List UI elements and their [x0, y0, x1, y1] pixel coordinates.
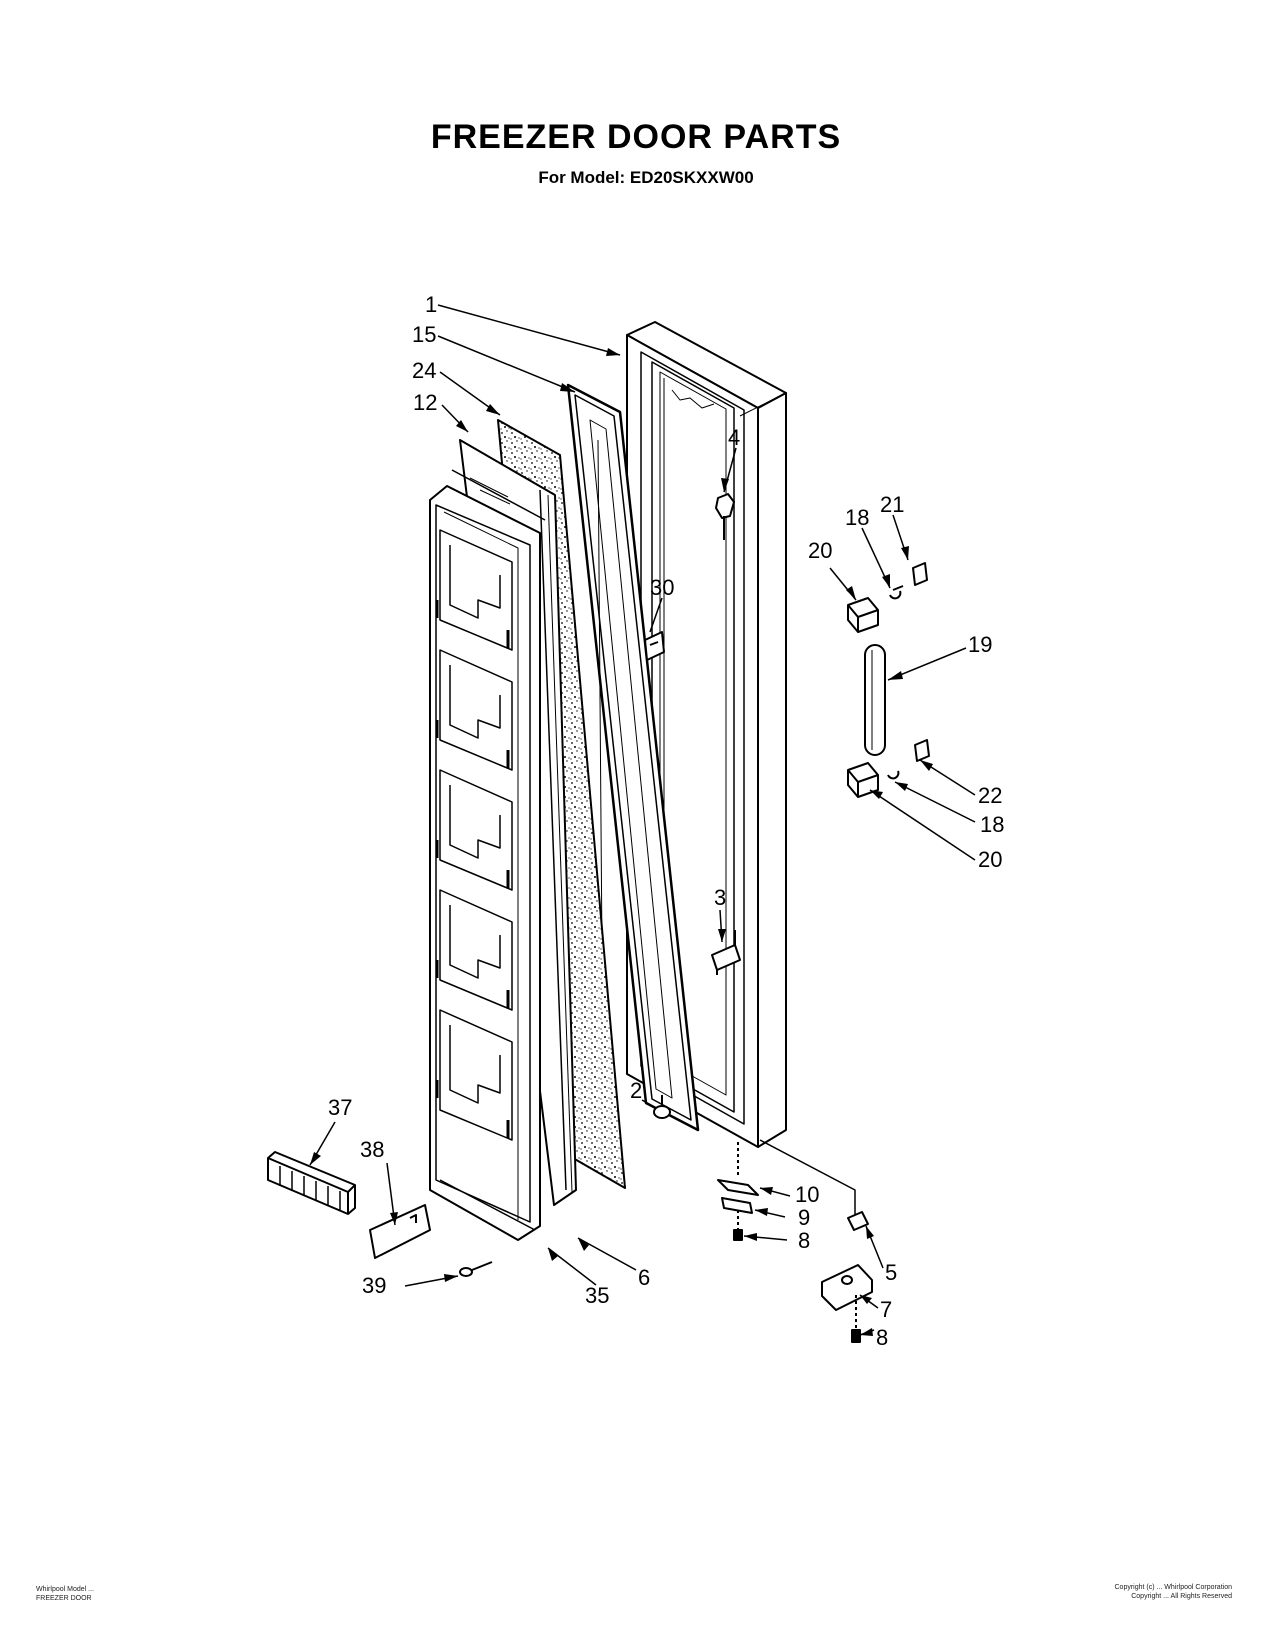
callout-19: 19: [968, 632, 992, 657]
callout-15: 15: [412, 322, 436, 347]
door-liner: [429, 469, 546, 1241]
callout-9: 9: [798, 1205, 810, 1230]
hinge-cover-part-38: [369, 1204, 431, 1259]
bottom-right-hinge: [759, 1139, 873, 1343]
callout-35: 35: [585, 1283, 609, 1308]
callout-8-left: 8: [798, 1228, 810, 1253]
door-stop-part-3: [711, 930, 741, 975]
hinge-pin: [864, 644, 886, 756]
footer-left: Whirlpool Model ... FREEZER DOOR: [36, 1585, 94, 1603]
callout-7: 7: [880, 1297, 892, 1322]
footer-right-line2: Copyright ... All Rights Reserved: [1131, 1593, 1232, 1600]
screw-part-39: [459, 1261, 493, 1277]
callout-20-lower: 20: [978, 847, 1002, 872]
callout-21: 21: [880, 492, 904, 517]
callout-18-lower: 18: [980, 812, 1004, 837]
model-subtitle: For Model: ED20SKXXW00: [538, 168, 754, 187]
callout-10: 10: [795, 1182, 819, 1207]
callout-12: 12: [413, 390, 437, 415]
callout-38: 38: [360, 1137, 384, 1162]
leader-arrowheads: [310, 348, 933, 1336]
plug-part-2: [653, 1095, 671, 1119]
callout-1: 1: [425, 292, 437, 317]
footer-right-line1: Copyright (c) ... Whirlpool Corporation: [1114, 1584, 1233, 1591]
callout-2: 2: [630, 1078, 642, 1103]
callout-24: 24: [412, 358, 436, 383]
callout-18-upper: 18: [845, 505, 869, 530]
callout-4: 4: [728, 425, 740, 450]
callout-3: 3: [714, 885, 726, 910]
callout-5: 5: [885, 1260, 897, 1285]
bottom-hinge-stack: [717, 1140, 759, 1241]
callout-37: 37: [328, 1095, 352, 1120]
diagram-title: FREEZER DOOR PARTS: [430, 118, 842, 156]
callout-39: 39: [362, 1273, 386, 1298]
lower-hinge-assembly: [847, 739, 930, 798]
callout-labels: 1 15 24 12 4 21 18 20 30 19 22 18 20 3 2…: [328, 292, 1004, 1350]
upper-hinge-assembly: [847, 562, 928, 633]
shelf-bins: [435, 529, 513, 1141]
callout-22: 22: [978, 783, 1002, 808]
callout-6: 6: [638, 1265, 650, 1290]
footer-left-line1: Whirlpool Model ...: [36, 1586, 94, 1593]
kick-grille-part-37: [267, 1151, 356, 1215]
footer-right: Copyright (c) ... Whirlpool Corporation …: [1010, 1583, 1233, 1601]
callout-30: 30: [650, 575, 674, 600]
bracket-part-30: [644, 631, 665, 661]
callout-20-upper: 20: [808, 538, 832, 563]
callout-8-right: 8: [876, 1325, 888, 1350]
footer-left-line2: FREEZER DOOR: [36, 1595, 92, 1602]
door-cap-part-4: [715, 493, 735, 540]
